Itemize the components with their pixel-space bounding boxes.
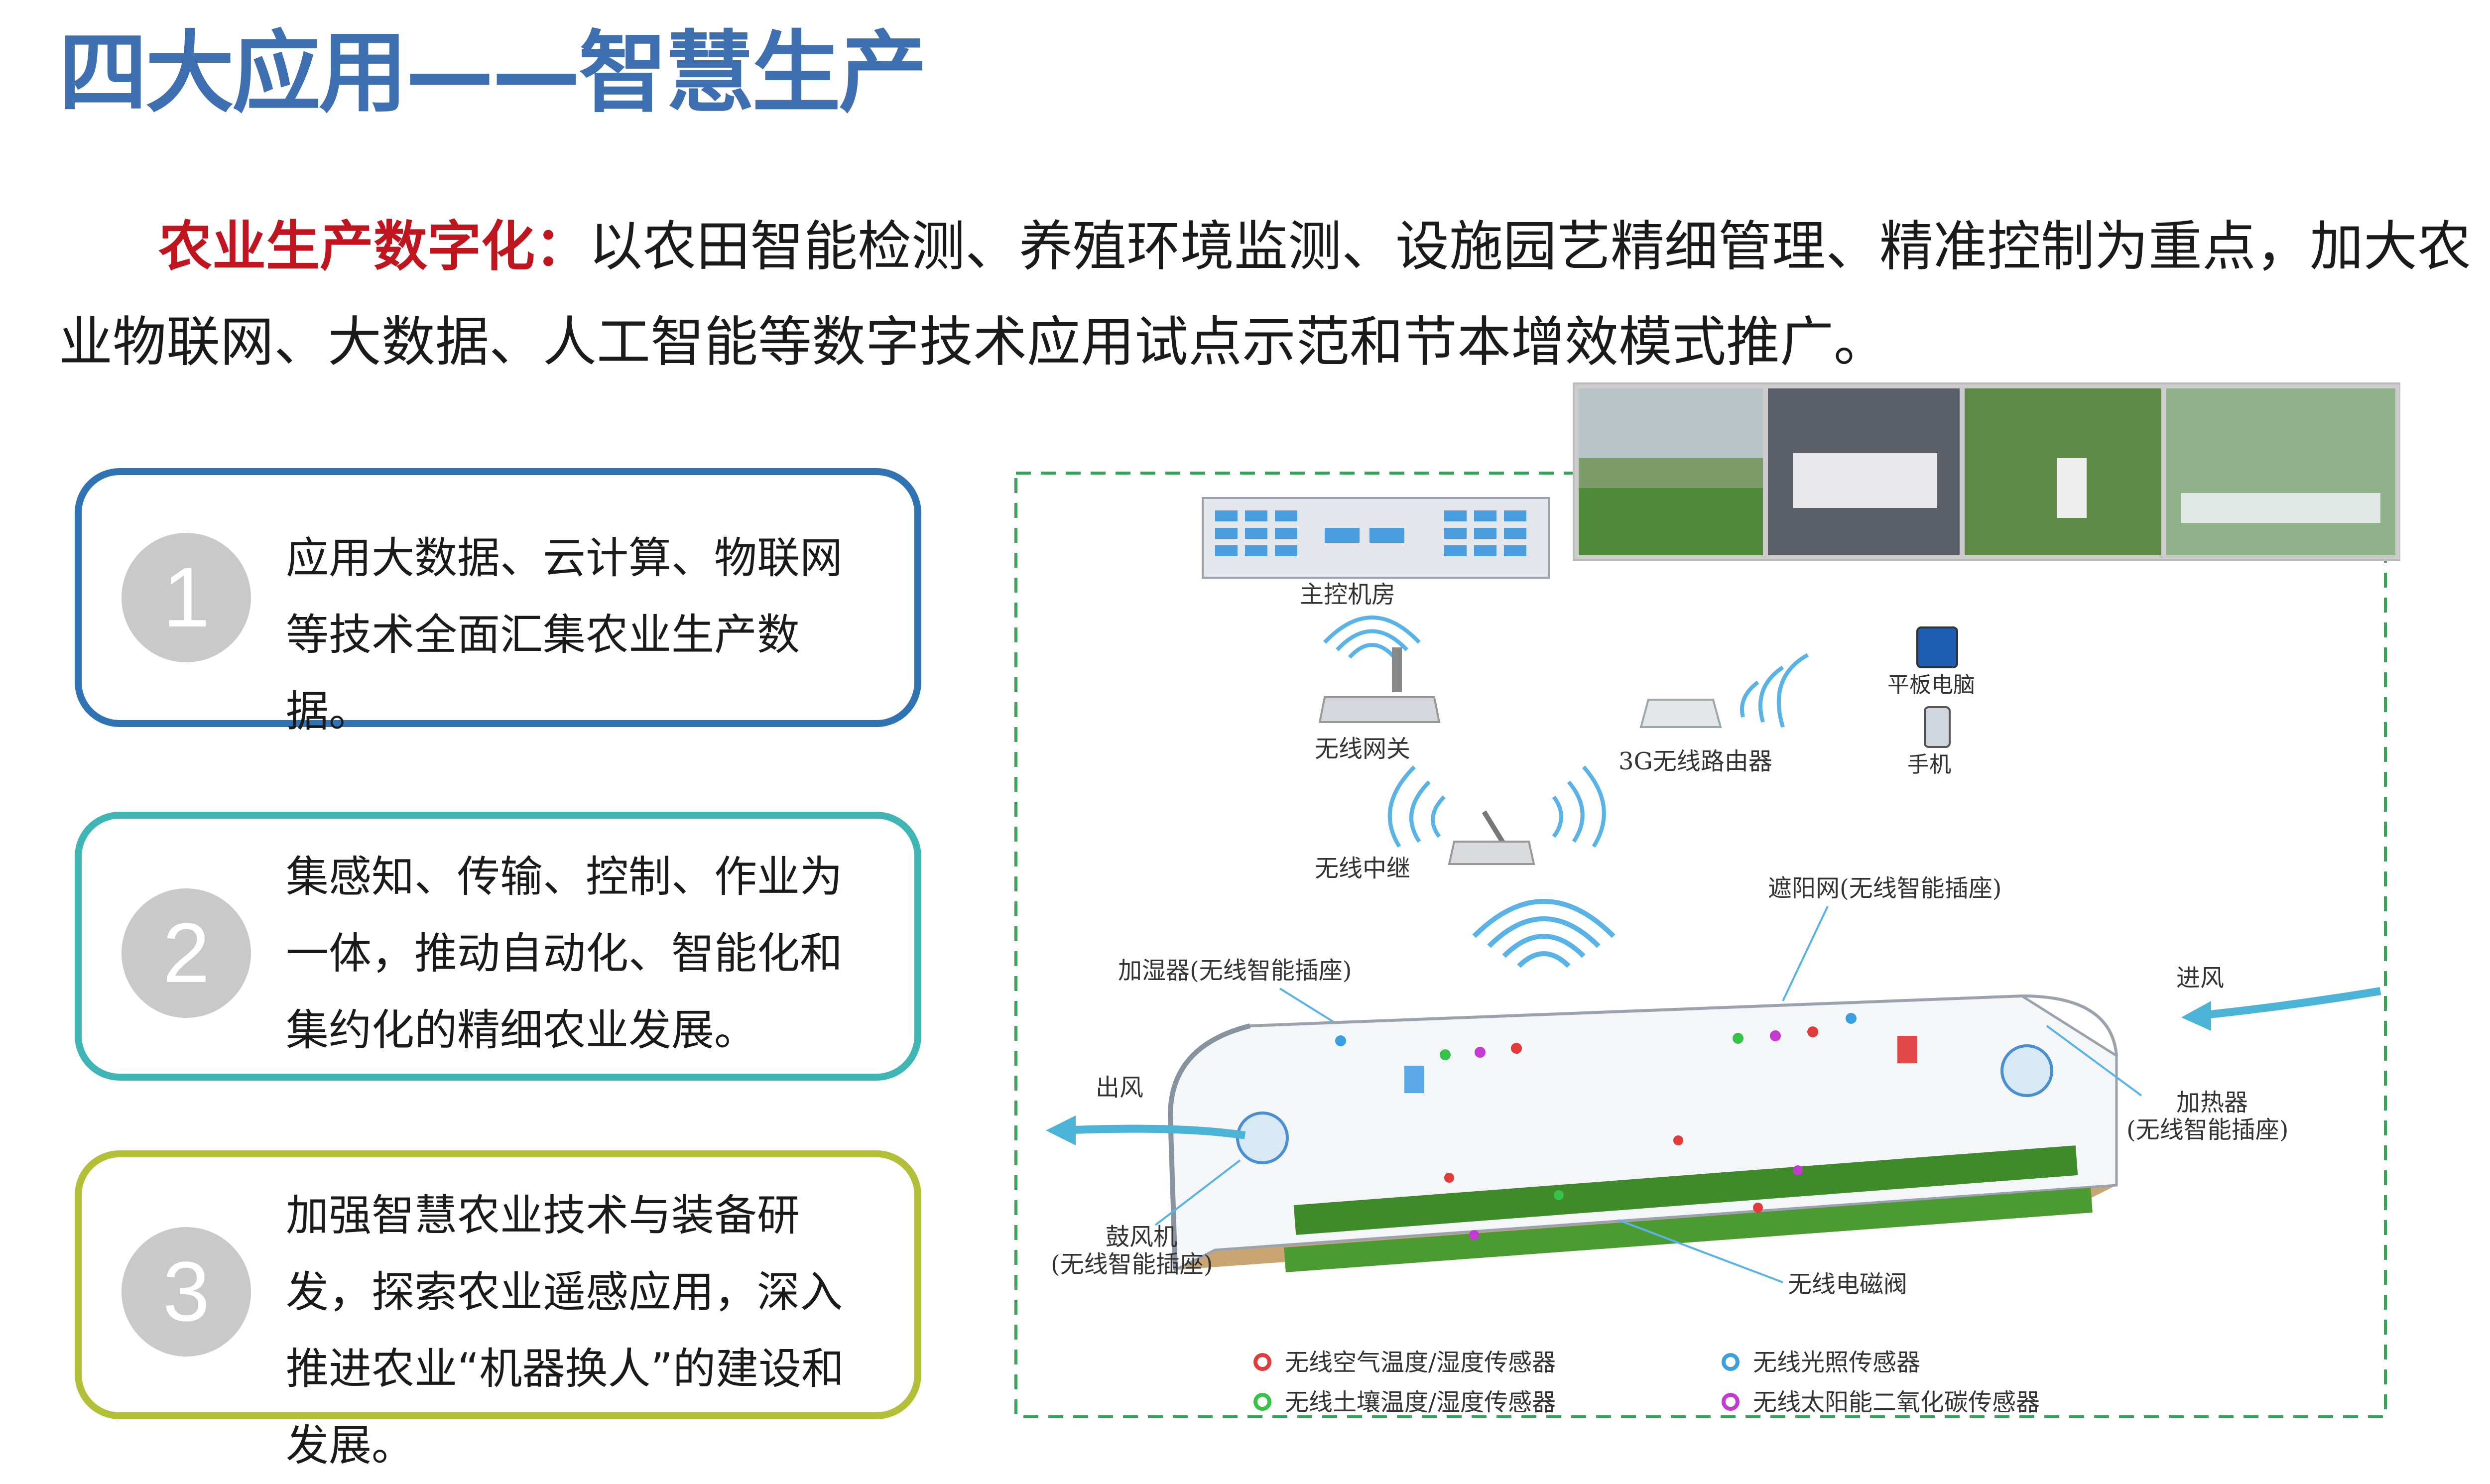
label-relay: 无线中继 xyxy=(1315,855,1410,882)
number-badge: 3 xyxy=(122,1227,251,1357)
wireless-gateway-icon xyxy=(1318,647,1441,723)
fan-icon xyxy=(2000,1044,2053,1097)
wifi-signal-icon xyxy=(1740,653,1809,728)
number-badge: 1 xyxy=(122,533,251,662)
legend-dot-light xyxy=(1722,1353,1740,1371)
label-gateway: 无线网关 xyxy=(1315,735,1410,763)
legend-label-air: 无线空气温度/湿度传感器 xyxy=(1285,1349,1556,1376)
label-blower: 鼓风机 xyxy=(1106,1223,1177,1251)
intro-lead: 农业生产数字化： xyxy=(158,216,589,278)
label-air-out: 出风 xyxy=(1096,1074,1143,1102)
legend-label-light: 无线光照传感器 xyxy=(1753,1349,1920,1376)
label-heater: 加热器 xyxy=(2176,1089,2248,1116)
photo-hydroponic-rack xyxy=(2166,388,2395,555)
label-phone: 手机 xyxy=(1907,752,1951,777)
legend-dot-soil xyxy=(1253,1393,1271,1411)
greenhouse-photos xyxy=(1573,382,2400,561)
legend-dot-air xyxy=(1253,1353,1271,1371)
card-text: 集感知、传输、控制、作业为一体，推动自动化、智能化和集约化的精细农业发展。 xyxy=(286,852,843,1055)
humidifier-device-icon xyxy=(1404,1066,1424,1093)
label-tablet: 平板电脑 xyxy=(1887,672,1975,698)
phone-icon xyxy=(1924,706,1951,748)
wifi-signal-icon xyxy=(1472,899,1616,968)
label-humidifier: 加湿器(无线智能插座) xyxy=(1118,957,1352,985)
point-card-3: 3 加强智慧农业技术与装备研发，探索农业遥感应用，深入推进农业“机器换人”的建设… xyxy=(75,1150,921,1471)
page-title: 四大应用——智慧生产 xyxy=(59,21,927,124)
smart-greenhouse-diagram: 主控机房 无线网关 3G无线路由器 平板电脑 手机 无线中继 遮阳网(无线智能插… xyxy=(1014,382,2400,1418)
legend-label-soil: 无线土壤温度/湿度传感器 xyxy=(1285,1388,1556,1416)
label-shade-net: 遮阳网(无线智能插座) xyxy=(1768,874,2001,902)
sensor-legend: 无线空气温度/湿度传感器 无线光照传感器 无线土壤温度/湿度传感器 无线太阳能二… xyxy=(1253,1349,2040,1416)
legend-dot-co2 xyxy=(1722,1393,1740,1411)
intro-body: 以农田智能检测、养殖环境监测、设施园艺精细管理、精准控制为重点，加大农业物联网、… xyxy=(59,216,2472,373)
card-text: 应用大数据、云计算、物联网等技术全面汇集农业生产数据。 xyxy=(286,533,843,737)
point-card-1: 1 应用大数据、云计算、物联网等技术全面汇集农业生产数据。 xyxy=(75,468,921,737)
wifi-signal-icon xyxy=(1323,616,1421,659)
number-badge: 2 xyxy=(122,888,251,1018)
fan-icon xyxy=(1236,1112,1289,1164)
point-card-2: 2 集感知、传输、控制、作业为一体，推动自动化、智能化和集约化的精细农业发展。 xyxy=(75,812,921,1081)
sensor-markers xyxy=(1335,1013,1857,1240)
label-air-in: 进风 xyxy=(2176,964,2224,992)
card-text: 加强智慧农业技术与装备研发，探索农业遥感应用，深入推进农业“机器换人”的建设和发… xyxy=(286,1191,845,1471)
intro-paragraph: 农业生产数字化：以农田智能检测、养殖环境监测、设施园艺精细管理、精准控制为重点，… xyxy=(59,199,2489,390)
label-control-room: 主控机房 xyxy=(1300,581,1395,609)
wifi-signal-icon xyxy=(1387,765,1606,848)
3g-router-icon xyxy=(1639,699,1722,728)
label-valve: 无线电磁阀 xyxy=(1788,1270,1907,1298)
heater-device-icon xyxy=(1897,1036,1917,1063)
wireless-relay-icon xyxy=(1448,810,1535,865)
server-rack-icon xyxy=(1202,497,1550,579)
tablet-icon xyxy=(1916,626,1958,668)
greenhouse-tunnel xyxy=(1167,994,2118,1272)
legend-label-co2: 无线太阳能二氧化碳传感器 xyxy=(1753,1388,2040,1416)
label-blower-socket: (无线智能插座) xyxy=(1051,1250,1213,1278)
label-router: 3G无线路由器 xyxy=(1618,747,1772,775)
air-out-arrow xyxy=(1060,1124,1246,1139)
label-heater-socket: (无线智能插座) xyxy=(2126,1116,2288,1144)
diagram-frame xyxy=(1014,472,2387,1418)
air-in-arrow xyxy=(2196,987,2381,1020)
